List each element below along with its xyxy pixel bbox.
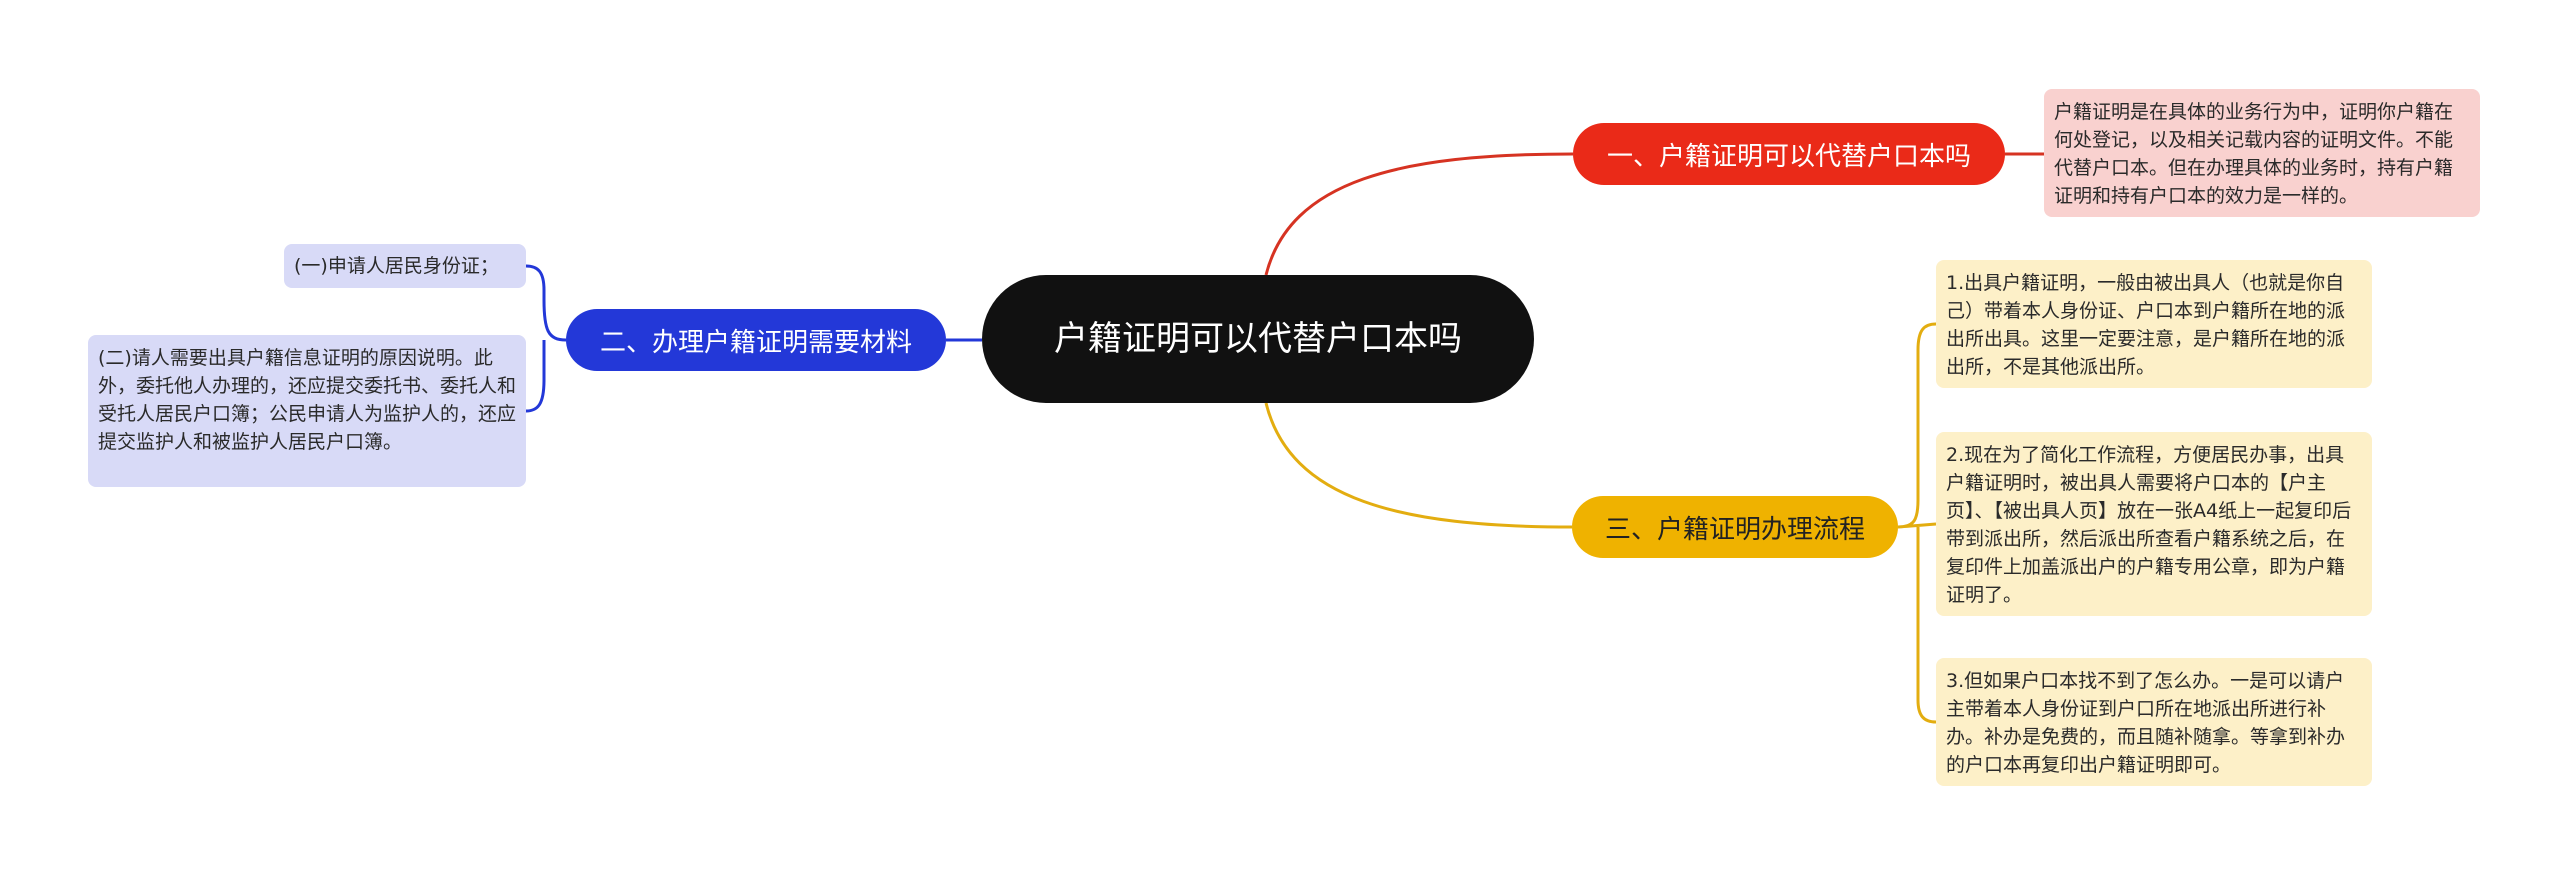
branch-topic-2-label: 二、办理户籍证明需要材料 (599, 327, 912, 358)
leaf-topic-3-3[interactable]: 3.但如果户口本找不到了怎么办。一是可以请户主带着本人身份证到户口所在地派出所进… (1936, 658, 2372, 786)
leaf-topic-1-1[interactable]: 户籍证明是在具体的业务行为中，证明你户籍在何处登记，以及相关记载内容的证明文件。… (2044, 89, 2480, 217)
branch-topic-1-label: 一、户籍证明可以代替户口本吗 (1606, 141, 1971, 172)
leaf-topic-3-1[interactable]: 1.出具户籍证明，一般由被出具人（也就是你自己）带着本人身份证、户口本到户籍所在… (1936, 260, 2372, 388)
branch-topic-1[interactable]: 一、户籍证明可以代替户口本吗 (1573, 123, 2005, 185)
connector-central-to-branch-1 (1264, 152, 1574, 276)
branch-topic-3-label: 三、户籍证明办理流程 (1604, 514, 1865, 545)
leaf-topic-3-3-text: 3.但如果户口本找不到了怎么办。一是可以请户主带着本人身份证到户口所在地派出所进… (1946, 670, 2346, 776)
branch-topic-3[interactable]: 三、户籍证明办理流程 (1572, 496, 1898, 558)
leaf-topic-2-2[interactable]: (二)请人需要出具户籍信息证明的原因说明。此外，委托他人办理的，还应提交委托书、… (88, 335, 526, 487)
connector-central-to-branch-3 (1264, 402, 1573, 529)
leaf-topic-1-1-text: 户籍证明是在具体的业务行为中，证明你户籍在何处登记，以及相关记载内容的证明文件。… (2054, 101, 2454, 207)
leaf-topic-2-1-text: (一)申请人居民身份证； (294, 255, 499, 277)
connector-branch-3-to-leaves (1897, 322, 1937, 724)
leaf-topic-2-2-text: (二)请人需要出具户籍信息证明的原因说明。此外，委托他人办理的，还应提交委托书、… (98, 347, 517, 453)
leaf-topic-3-1-text: 1.出具户籍证明，一般由被出具人（也就是你自己）带着本人身份证、户口本到户籍所在… (1946, 272, 2346, 378)
leaf-topic-2-1[interactable]: (一)申请人居民身份证； (284, 244, 526, 288)
connector-branch-2-to-leaves (525, 264, 567, 413)
branch-topic-2[interactable]: 二、办理户籍证明需要材料 (566, 309, 946, 371)
leaf-topic-3-2[interactable]: 2.现在为了简化工作流程，方便居民办事，出具户籍证明时，被出具人需要将户口本的【… (1936, 432, 2372, 616)
leaf-topic-3-2-text: 2.现在为了简化工作流程，方便居民办事，出具户籍证明时，被出具人需要将户口本的【… (1946, 444, 2352, 606)
central-topic-label: 户籍证明可以代替户口本吗 (1054, 319, 1462, 359)
central-topic[interactable]: 户籍证明可以代替户口本吗 (982, 275, 1534, 403)
